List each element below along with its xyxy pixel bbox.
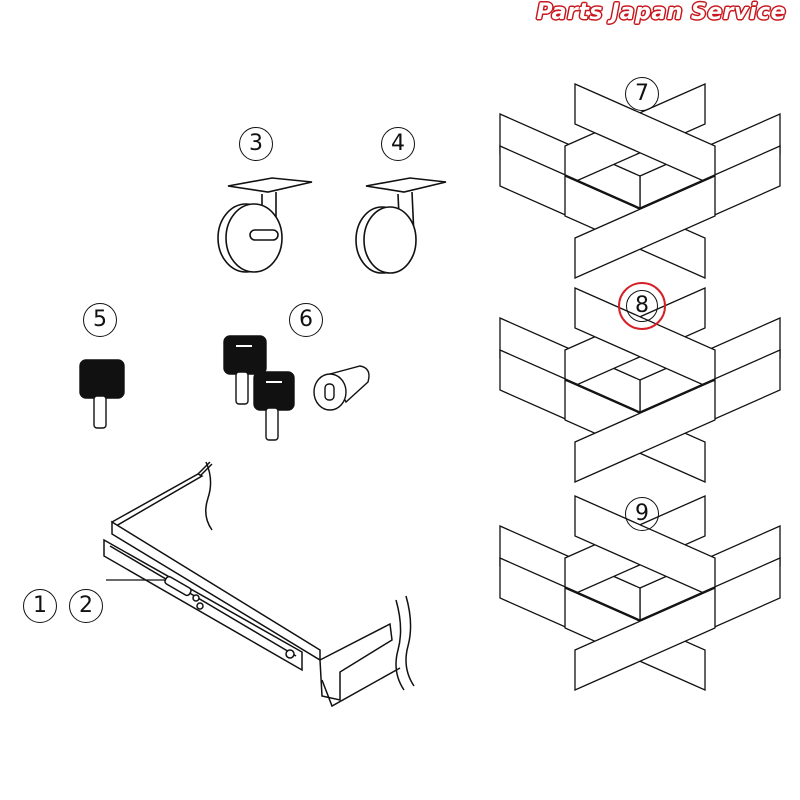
part-number-9: 9 [625, 497, 659, 531]
part-number-8: 8 [626, 290, 658, 322]
slide-rail-drawing [104, 462, 414, 706]
caster-3-drawing [218, 178, 312, 272]
caster-4-drawing [356, 178, 446, 273]
part-number-4: 4 [381, 127, 415, 161]
part-number-5: 5 [83, 303, 117, 337]
part-number-2: 2 [69, 589, 103, 623]
part-number-1: 1 [23, 589, 57, 623]
part-number-8-highlighted[interactable]: 8 [618, 282, 666, 330]
keys-6-drawing [224, 336, 369, 440]
brand-logo: Parts Japan Service [536, 0, 786, 25]
part-number-3: 3 [239, 127, 273, 161]
divider-grid-7-drawing [499, 83, 781, 279]
key-5-drawing [80, 360, 124, 428]
part-number-7: 7 [625, 77, 659, 111]
part-number-6: 6 [289, 303, 323, 337]
